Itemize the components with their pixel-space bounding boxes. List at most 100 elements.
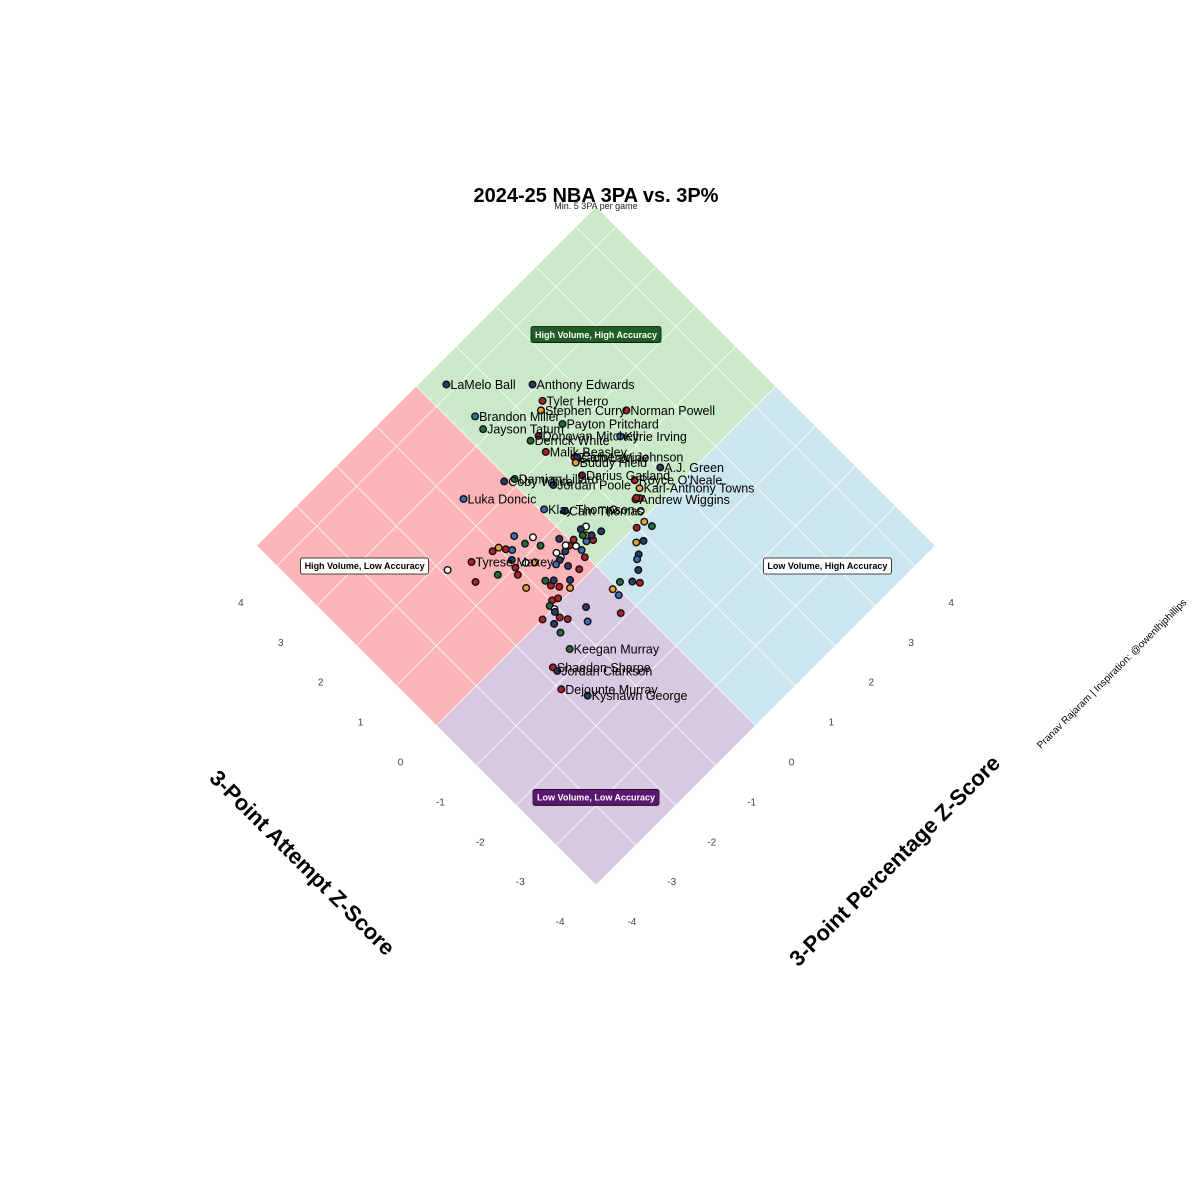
data-point bbox=[538, 615, 547, 624]
x-tick-label: 3 bbox=[278, 638, 284, 649]
data-point bbox=[471, 412, 480, 421]
data-point bbox=[558, 419, 567, 428]
point-label: Anthony Edwards bbox=[537, 378, 635, 392]
data-point bbox=[550, 619, 559, 628]
x-tick-label: 4 bbox=[238, 598, 244, 609]
data-point bbox=[511, 563, 520, 572]
data-point bbox=[528, 380, 537, 389]
data-point bbox=[549, 576, 558, 585]
point-label: Donovan Mitchell bbox=[543, 429, 639, 443]
point-label: Royce O'Neale bbox=[639, 474, 723, 488]
point-label: Luka Doncic bbox=[468, 492, 537, 506]
chart-subtitle: Min. 5 3PA per game bbox=[554, 201, 637, 211]
data-point bbox=[587, 531, 596, 540]
data-point bbox=[500, 477, 509, 486]
data-point bbox=[616, 432, 625, 441]
y-tick-label: 2 bbox=[869, 678, 875, 689]
grid-layer bbox=[244, 214, 948, 898]
data-point bbox=[550, 607, 559, 616]
data-point bbox=[508, 546, 517, 555]
point-label: Malik Beasley bbox=[550, 445, 628, 459]
point-label: Klay Thompson bbox=[548, 503, 635, 517]
quadrant-label-box bbox=[763, 557, 892, 575]
quadrant-label-4: Low Volume, Low Accuracy bbox=[532, 789, 660, 806]
data-point bbox=[560, 506, 569, 515]
data-point bbox=[521, 558, 530, 567]
data-point bbox=[634, 565, 643, 574]
grid-line bbox=[483, 294, 848, 659]
point-label: Tyrese Maxey bbox=[476, 556, 555, 570]
chart-title: 2024-25 NBA 3PA vs. 3P% bbox=[474, 185, 719, 207]
point-label: Norman Powell bbox=[630, 404, 715, 418]
point-label: Kyrie Irving bbox=[624, 430, 687, 444]
data-point bbox=[622, 406, 631, 415]
data-point bbox=[575, 565, 584, 574]
point-label: Jayson Tatum bbox=[487, 423, 564, 437]
grid-line bbox=[364, 414, 729, 778]
quadrant-label-text: High Volume, High Accuracy bbox=[535, 330, 657, 340]
quadrant-label-text: Low Volume, Low Accuracy bbox=[537, 793, 655, 803]
quadrant-layer bbox=[256, 206, 936, 886]
data-point bbox=[471, 577, 480, 586]
y-tick-label: -3 bbox=[667, 877, 676, 888]
grid-line bbox=[264, 214, 629, 579]
point-label: Brandon Miller bbox=[479, 410, 560, 424]
point-label: LaMelo Ball bbox=[450, 378, 515, 392]
data-point bbox=[580, 553, 589, 562]
data-point bbox=[541, 576, 550, 585]
grid-line bbox=[444, 334, 808, 699]
data-point bbox=[616, 609, 625, 618]
data-point bbox=[528, 533, 537, 542]
grid-line bbox=[563, 214, 928, 579]
data-point bbox=[536, 541, 545, 550]
data-point bbox=[557, 685, 566, 694]
point-label: Shaedon Sharpe bbox=[557, 661, 651, 675]
data-point bbox=[510, 475, 519, 484]
y-axis-title: 3-Point Percentage Z-Score bbox=[784, 750, 1005, 971]
point-label: Kyshawn George bbox=[592, 689, 688, 703]
point-layer bbox=[442, 380, 665, 700]
data-point bbox=[630, 476, 639, 485]
data-point bbox=[561, 541, 570, 550]
grid-line bbox=[583, 533, 948, 898]
point-label: Tyler Herro bbox=[547, 394, 609, 408]
data-point bbox=[501, 545, 510, 554]
point-label: Buddy Hield bbox=[580, 456, 647, 470]
quadrant-label-3: Low Volume, High Accuracy bbox=[763, 557, 892, 575]
point-label: Dejounte Murray bbox=[565, 683, 658, 697]
point-label: Jordan Clarkson bbox=[561, 664, 652, 678]
data-point bbox=[507, 556, 516, 565]
y-tick-label: -4 bbox=[627, 917, 636, 928]
data-point bbox=[493, 570, 502, 579]
data-point bbox=[566, 583, 575, 592]
data-point bbox=[552, 548, 561, 557]
data-point bbox=[510, 532, 519, 541]
point-label: A.J. Green bbox=[664, 461, 724, 475]
data-point bbox=[555, 582, 564, 591]
data-point bbox=[459, 494, 468, 503]
grid-line bbox=[463, 414, 828, 778]
point-label: Darius Garland bbox=[586, 469, 670, 483]
y-tick-label: 3 bbox=[908, 638, 914, 649]
data-point bbox=[520, 539, 529, 548]
x-tick-label: -2 bbox=[476, 837, 485, 848]
data-point bbox=[526, 436, 535, 445]
point-label: Damian Lillard bbox=[519, 473, 599, 487]
x-tick-label: -4 bbox=[556, 917, 565, 928]
data-point bbox=[540, 505, 549, 514]
data-point bbox=[488, 547, 497, 556]
x-tick-label: 0 bbox=[398, 758, 404, 769]
point-label: Coby White bbox=[508, 475, 573, 489]
point-label: Derrick White bbox=[535, 434, 610, 448]
data-point bbox=[522, 583, 531, 592]
quadrant-label-text: Low Volume, High Accuracy bbox=[767, 561, 887, 571]
y-tick-label: -2 bbox=[707, 837, 716, 848]
y-tick-label: 4 bbox=[948, 598, 954, 609]
data-point bbox=[556, 628, 565, 637]
data-point bbox=[467, 558, 476, 567]
point-label: Cam Thomas bbox=[569, 504, 644, 518]
